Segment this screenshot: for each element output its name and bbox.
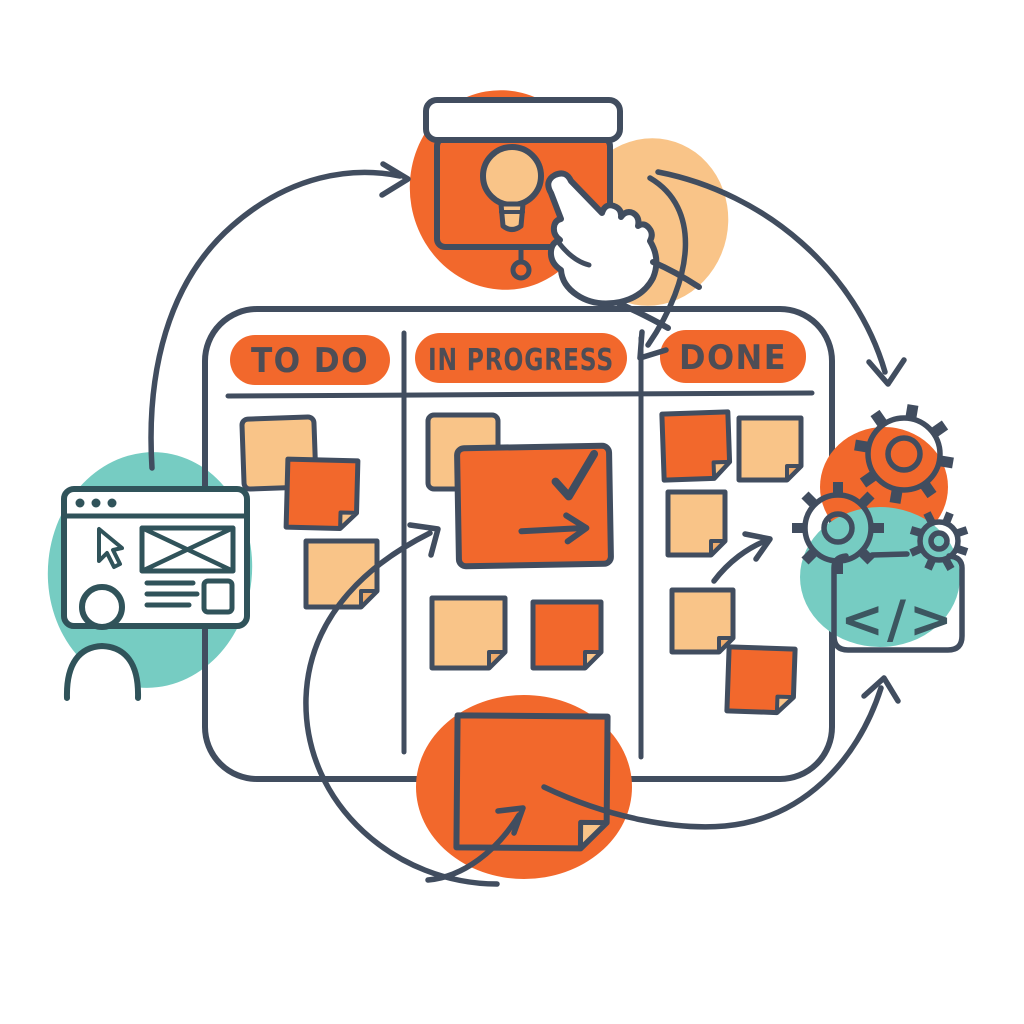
done-pill [660,330,806,383]
in-progress-pill [415,333,627,383]
image-placeholder [139,525,236,574]
checkmark-icon [551,449,599,501]
bottom-note-group [416,695,632,879]
arrow-done-to-gears [711,531,773,584]
arrow-right-icon [518,512,590,545]
sticky-note [283,456,361,531]
flow-arrows [148,161,907,887]
sticky-note [669,587,736,655]
sticky-note [429,595,508,671]
build-code-icon-group: </> [792,404,969,653]
bottom-sticky-note [453,712,611,852]
done-label: DONE [679,338,787,378]
sticky-note [724,644,798,716]
todo-label: TO DO [251,341,369,381]
sticky-note [665,489,728,558]
todo-pill [230,335,390,385]
board-clip-bar [423,97,623,143]
cursor-icon [97,527,124,569]
small-square [201,578,235,615]
user-icon [63,584,142,701]
board-header-underline [225,390,815,399]
todo-column-notes [239,414,380,610]
column-header-in-progress: IN PROGRESS [415,333,627,383]
column-header-done: DONE [660,330,806,383]
in-progress-card [454,442,614,570]
sticky-note [530,599,604,671]
gear-small [909,511,969,571]
sticky-note [736,415,804,483]
code-brackets-icon: </> [831,551,965,653]
in-progress-label: IN PROGRESS [428,343,614,378]
in-progress-column-notes [425,412,614,671]
code-glyph-text: </> [840,590,955,650]
gear-large [854,404,954,504]
arrow-loop-to-card [303,522,500,887]
arrow-note-to-code [541,675,901,830]
arrow-browser-to-idea [148,161,411,471]
browser-wireframe-icon [61,486,250,701]
arrow-idea-to-board [637,175,689,361]
sticky-note [303,538,380,610]
gear-medium [792,482,884,574]
text-lines [144,580,200,608]
arrow-idea-to-gears [655,169,907,387]
thumb-line [556,240,592,268]
done-column-notes [659,409,804,716]
gears-icon [792,404,969,574]
arrow-into-bottom-note [425,805,526,883]
sticky-note [659,409,733,483]
cord-ring [510,259,532,281]
browser-dots [75,498,117,508]
pointing-hand-icon [545,170,702,331]
wrist-lines [615,259,702,331]
lightbulb-icon [480,144,544,232]
column-header-todo: TO DO [230,335,390,385]
